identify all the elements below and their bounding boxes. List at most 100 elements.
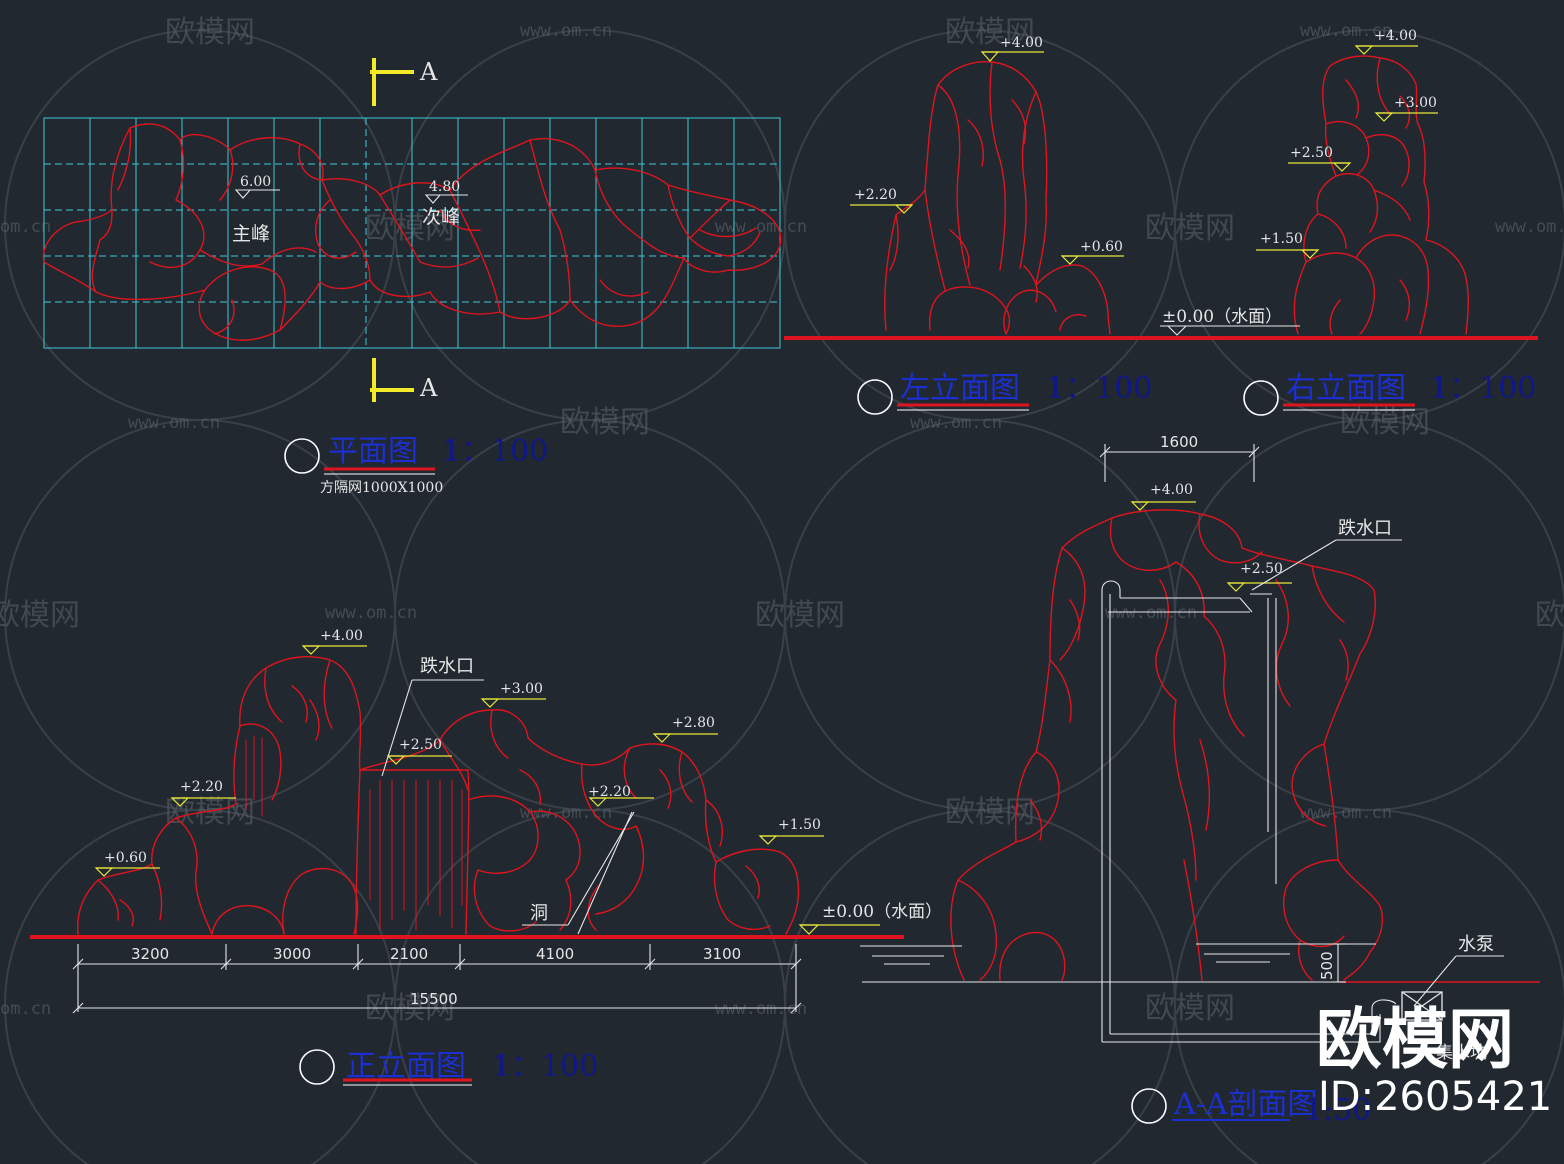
pump-symbol: 水泵: [1401, 934, 1504, 1021]
section-scale: 1:50: [1304, 1093, 1371, 1128]
plan-view: 6.00 主峰 4.80 次峰 A A 平面图 1：100 方隔网1000X10…: [42, 58, 782, 496]
watermark-url: www.om.cn: [520, 803, 612, 823]
watermark-brand: 欧模网: [1535, 598, 1564, 633]
dimension-label: 4100: [536, 945, 574, 963]
cave-label: 洞: [530, 903, 548, 924]
plan-grid-note: 方隔网1000X1000: [320, 480, 443, 496]
section-mark-label: A: [419, 58, 438, 86]
section-title: A-A剖面图: [1173, 1087, 1317, 1122]
watermark-brand: 欧模网: [1145, 991, 1235, 1026]
left-elevation-title: 左立面图: [900, 371, 1020, 406]
watermark-url: www.om.cn: [128, 413, 220, 433]
right-elevation-title-block: 右立面图 1：100: [1243, 371, 1536, 416]
front-elev-250: +2.50: [386, 737, 452, 765]
watermark-url: www.om.cn: [910, 413, 1002, 433]
section-mark-label: A: [419, 374, 438, 402]
front-elev-280: +2.80: [652, 715, 718, 743]
right-elev-250: +2.50: [1288, 145, 1352, 172]
watermark-url: www.om.cn: [1495, 217, 1564, 237]
elevation-label: +3.00: [500, 681, 543, 697]
section-cut-mark-top: A: [370, 58, 438, 106]
plan-scale: 1：100: [442, 434, 548, 469]
right-elev-150: +1.50: [1256, 231, 1320, 259]
section-elev-250: +2.50: [1226, 561, 1292, 592]
plan-grid: [43, 117, 781, 349]
section-pipe-structure: [1101, 580, 1397, 1043]
plan-title: 平面图: [328, 434, 418, 469]
left-elev-400: +4.00: [980, 35, 1044, 62]
dimension-label: 3000: [273, 945, 311, 963]
section-elev-400: +4.00: [1130, 482, 1196, 511]
section-rock: [950, 509, 1384, 981]
section-outlet-callout: 跌水口: [1251, 518, 1402, 591]
section-width-dimension: 1600: [1099, 433, 1260, 482]
main-peak-label: 主峰: [232, 223, 270, 245]
section-depth-label: 500: [1318, 951, 1336, 980]
left-elevation-rock: [884, 61, 1111, 335]
section-water-lines: [860, 597, 1376, 983]
front-elev-060: +0.60: [94, 850, 160, 877]
left-elevation-scale: 1：100: [1046, 371, 1152, 406]
collector-label: 集水坑: [1436, 1043, 1487, 1063]
watermark-brand: 欧模网: [0, 598, 80, 633]
outlet-label: 跌水口: [1338, 518, 1392, 539]
front-outlet-callout: 跌水口: [381, 656, 484, 777]
section-collector-note: 集水坑: [1436, 1043, 1487, 1063]
front-elev-400: +4.00: [301, 628, 367, 655]
dimension-label: 3100: [703, 945, 741, 963]
front-dimension-chain: 3200 3000 2100 4100 3100 15500: [72, 944, 802, 1014]
watermark-brand: 欧模网: [945, 795, 1035, 830]
watermark-layer: 欧模网 欧模网 欧模网 欧模网 欧模网 欧模网 欧模网 欧模网 欧模网 欧模网 …: [0, 15, 1564, 1164]
watermark-brand: 欧模网: [165, 15, 255, 50]
right-elevation-scale: 1：100: [1430, 371, 1536, 406]
front-elev-150: +1.50: [758, 817, 824, 845]
cave-callout: 洞: [522, 811, 635, 935]
elevation-label: +2.80: [672, 715, 715, 731]
watermark-brand: 欧模网: [365, 211, 455, 246]
elevation-label: +4.00: [1000, 35, 1043, 51]
watermark-brand: 欧模网: [1340, 405, 1430, 440]
right-elev-400: +4.00: [1354, 28, 1418, 55]
watermark-url: www.om.cn: [1300, 21, 1392, 41]
watermark-brand: 欧模网: [165, 795, 255, 830]
right-elevation-title: 右立面图: [1286, 371, 1406, 406]
front-elevation-title: 正立面图: [346, 1049, 466, 1084]
left-elevation-title-block: 左立面图 1：100: [857, 371, 1152, 415]
dimension-label: 2100: [390, 945, 428, 963]
watermark-url: www.om.cn: [1300, 803, 1392, 823]
elevation-label: +3.00: [1394, 95, 1437, 111]
stamp-id: ID:2605421: [1318, 1074, 1552, 1120]
left-elevation-view: +4.00 +2.20 +0.60: [850, 35, 1124, 335]
front-elev-220-left: +2.20: [170, 779, 236, 807]
plan-elevation-sub: 4.80: [429, 179, 460, 195]
elevation-label: +2.20: [180, 779, 223, 795]
right-elevation-view: +4.00 +3.00 +2.50 +1.50: [1256, 28, 1469, 335]
elevation-label: +4.00: [1374, 28, 1417, 44]
left-elev-220: +2.20: [850, 187, 914, 214]
front-elevation-scale: 1：100: [492, 1049, 598, 1084]
section-view: 水泵 集水坑 1600 500 +4.00 +2.50: [860, 433, 1540, 1128]
front-elevation-rock: [77, 656, 800, 935]
top-water-level-marker: ±0.00（水面）: [1160, 307, 1300, 336]
sub-peak-marker: 4.80 次峰: [422, 179, 468, 228]
section-title-block: A-A剖面图 1:50: [1131, 1087, 1371, 1128]
water-level-label: ±0.00（水面）: [1162, 307, 1282, 327]
elevation-label: +2.50: [1240, 561, 1283, 577]
front-elevation-title-block: 正立面图 1：100: [299, 1049, 598, 1086]
elevation-label: +0.60: [104, 850, 147, 866]
right-elevation-rock: [1293, 55, 1469, 335]
watermark-brand: 欧模网: [1145, 211, 1235, 246]
dimension-total-label: 15500: [410, 990, 458, 1008]
section-width-label: 1600: [1160, 433, 1198, 451]
right-elev-300: +3.00: [1374, 95, 1438, 122]
section-depth-dimension: 500: [1318, 943, 1346, 983]
watermark-url: www.om.cn: [520, 21, 612, 41]
pump-label: 水泵: [1458, 934, 1494, 955]
watermark-brand: 欧模网: [755, 598, 845, 633]
brand-stamp: 欧模网 ID:2605421: [1316, 1001, 1552, 1120]
watermark-url-fragment: om.cn: [0, 999, 51, 1019]
sub-peak-label: 次峰: [422, 206, 460, 228]
plan-elevation-main: 6.00: [240, 174, 271, 190]
